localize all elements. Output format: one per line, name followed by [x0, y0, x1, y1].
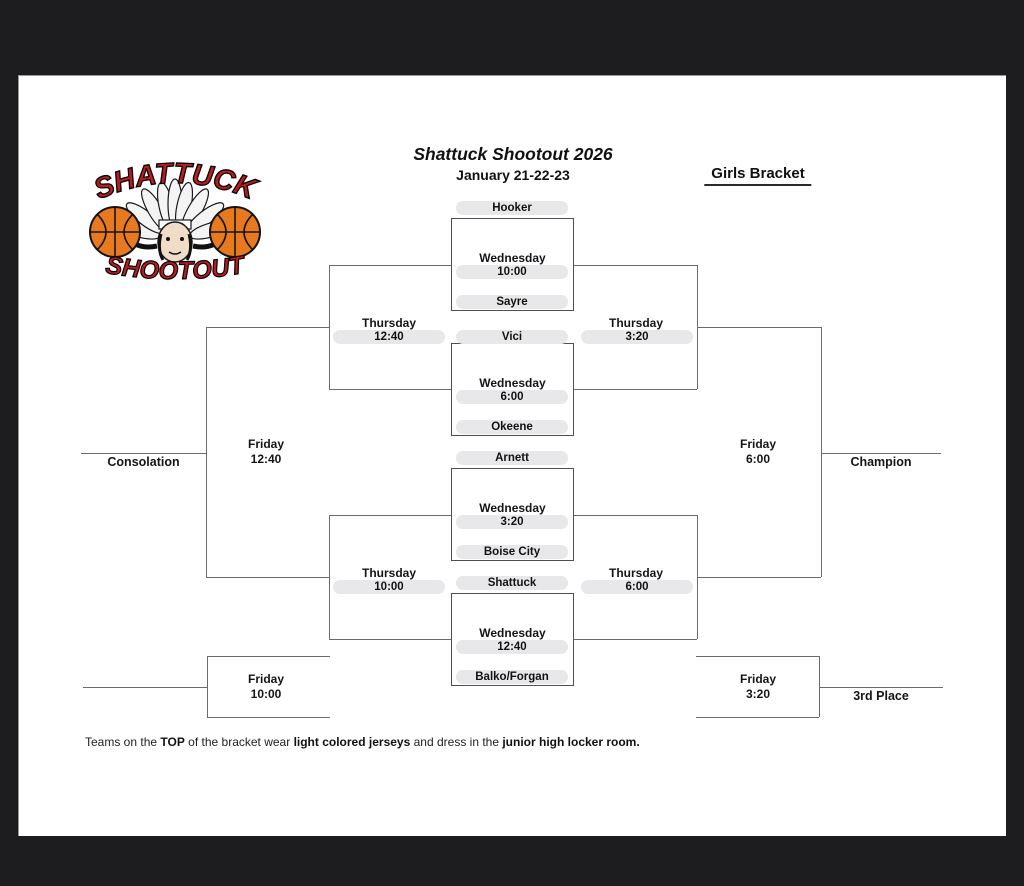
note-text: and dress in the [410, 735, 503, 749]
bracket-page: Shattuck Shootout 2026 January 21-22-23 … [18, 75, 1006, 836]
bracket-line [574, 515, 697, 516]
bracket-line [207, 656, 330, 657]
logo-bottom-text: SHOOTOUT [104, 251, 249, 286]
bracket-line [206, 327, 207, 577]
team-slot[interactable]: Sayre [456, 295, 568, 309]
bracket-line [329, 515, 330, 639]
game-day: Wednesday [479, 376, 546, 390]
game-time: 6:00 [745, 451, 771, 466]
bracket-line [206, 327, 329, 328]
bracket-line [329, 515, 451, 516]
game-time[interactable]: 6:00 [581, 580, 693, 594]
game-day: Thursday [361, 316, 416, 330]
chief-face-icon [157, 219, 193, 263]
bracket-line [207, 717, 330, 718]
consolation-game-time: Friday 10:00 [226, 672, 306, 701]
game-time[interactable]: 10:00 [333, 580, 445, 594]
game-time[interactable]: 10:00 [456, 265, 568, 279]
note-bold: junior high locker room. [502, 735, 640, 749]
bracket-line [821, 327, 822, 577]
champion-line [821, 453, 941, 454]
champion-label: Champion [850, 455, 912, 469]
note-bold: light colored jerseys [293, 735, 411, 749]
basketball-left-icon [89, 206, 141, 258]
bracket-line [206, 577, 329, 578]
bracket-line [329, 265, 451, 266]
bracket-line [696, 656, 819, 657]
team-slot[interactable]: Balko/Forgan [456, 670, 568, 684]
third-place-label: 3rd Place [853, 689, 909, 703]
consolation-line [81, 453, 206, 454]
third-place-game-time: Friday 3:20 [718, 672, 798, 701]
game-time: 3:20 [745, 686, 771, 701]
bracket-line [83, 687, 207, 688]
event-dates: January 21-22-23 [456, 167, 570, 183]
game-day: Thursday [361, 566, 416, 580]
bracket-line [329, 389, 451, 390]
consolation-final-time: Friday 12:40 [226, 437, 306, 466]
page-title: Shattuck Shootout 2026 [413, 144, 613, 164]
game-time[interactable]: 3:20 [456, 515, 568, 529]
jersey-note: Teams on the TOP of the bracket wear lig… [85, 735, 640, 749]
game-time[interactable]: 12:40 [333, 330, 445, 344]
team-slot[interactable]: Vici [456, 330, 568, 344]
note-text: of the bracket wear [184, 735, 294, 749]
game-day: Thursday [608, 566, 663, 580]
bracket-line [207, 656, 208, 717]
bracket-line [574, 265, 697, 266]
game-day: Friday [247, 437, 284, 451]
logo-graphic: SHATTUCK SHOOTOUT [89, 157, 263, 286]
bracket-line [697, 327, 821, 328]
bracket-line [574, 389, 697, 390]
basketball-right-icon [209, 206, 261, 258]
bracket-label: Girls Bracket [704, 165, 812, 186]
bracket-line [329, 265, 330, 389]
bracket-line [574, 639, 697, 640]
bracket-line [697, 577, 821, 578]
team-slot[interactable]: Boise City [456, 545, 568, 559]
game-time: 12:40 [250, 451, 282, 466]
note-text: Teams on the [85, 735, 161, 749]
game-day: Friday [247, 672, 284, 686]
shattuck-shootout-logo: SHATTUCK SHOOTOUT [77, 146, 273, 290]
team-slot[interactable]: Okeene [456, 420, 568, 434]
game-time[interactable]: 6:00 [456, 390, 568, 404]
game-day: Thursday [608, 316, 663, 330]
team-slot[interactable]: Shattuck [456, 576, 568, 590]
bracket-line [819, 656, 820, 717]
team-slot[interactable]: Hooker [456, 201, 568, 215]
game-day: Friday [739, 437, 776, 451]
note-bold: TOP [160, 735, 185, 749]
game-day: Wednesday [479, 501, 546, 515]
championship-time: Friday 6:00 [718, 437, 798, 466]
game-day: Wednesday [479, 626, 546, 640]
game-day: Wednesday [479, 251, 546, 265]
game-day: Friday [739, 672, 776, 686]
team-slot[interactable]: Arnett [456, 451, 568, 465]
third-place-line [819, 687, 943, 688]
consolation-label: Consolation [107, 455, 180, 469]
game-time[interactable]: 3:20 [581, 330, 693, 344]
bracket-line [329, 639, 451, 640]
game-time: 10:00 [250, 686, 282, 701]
bracket-line [696, 717, 819, 718]
game-time[interactable]: 12:40 [456, 640, 568, 654]
